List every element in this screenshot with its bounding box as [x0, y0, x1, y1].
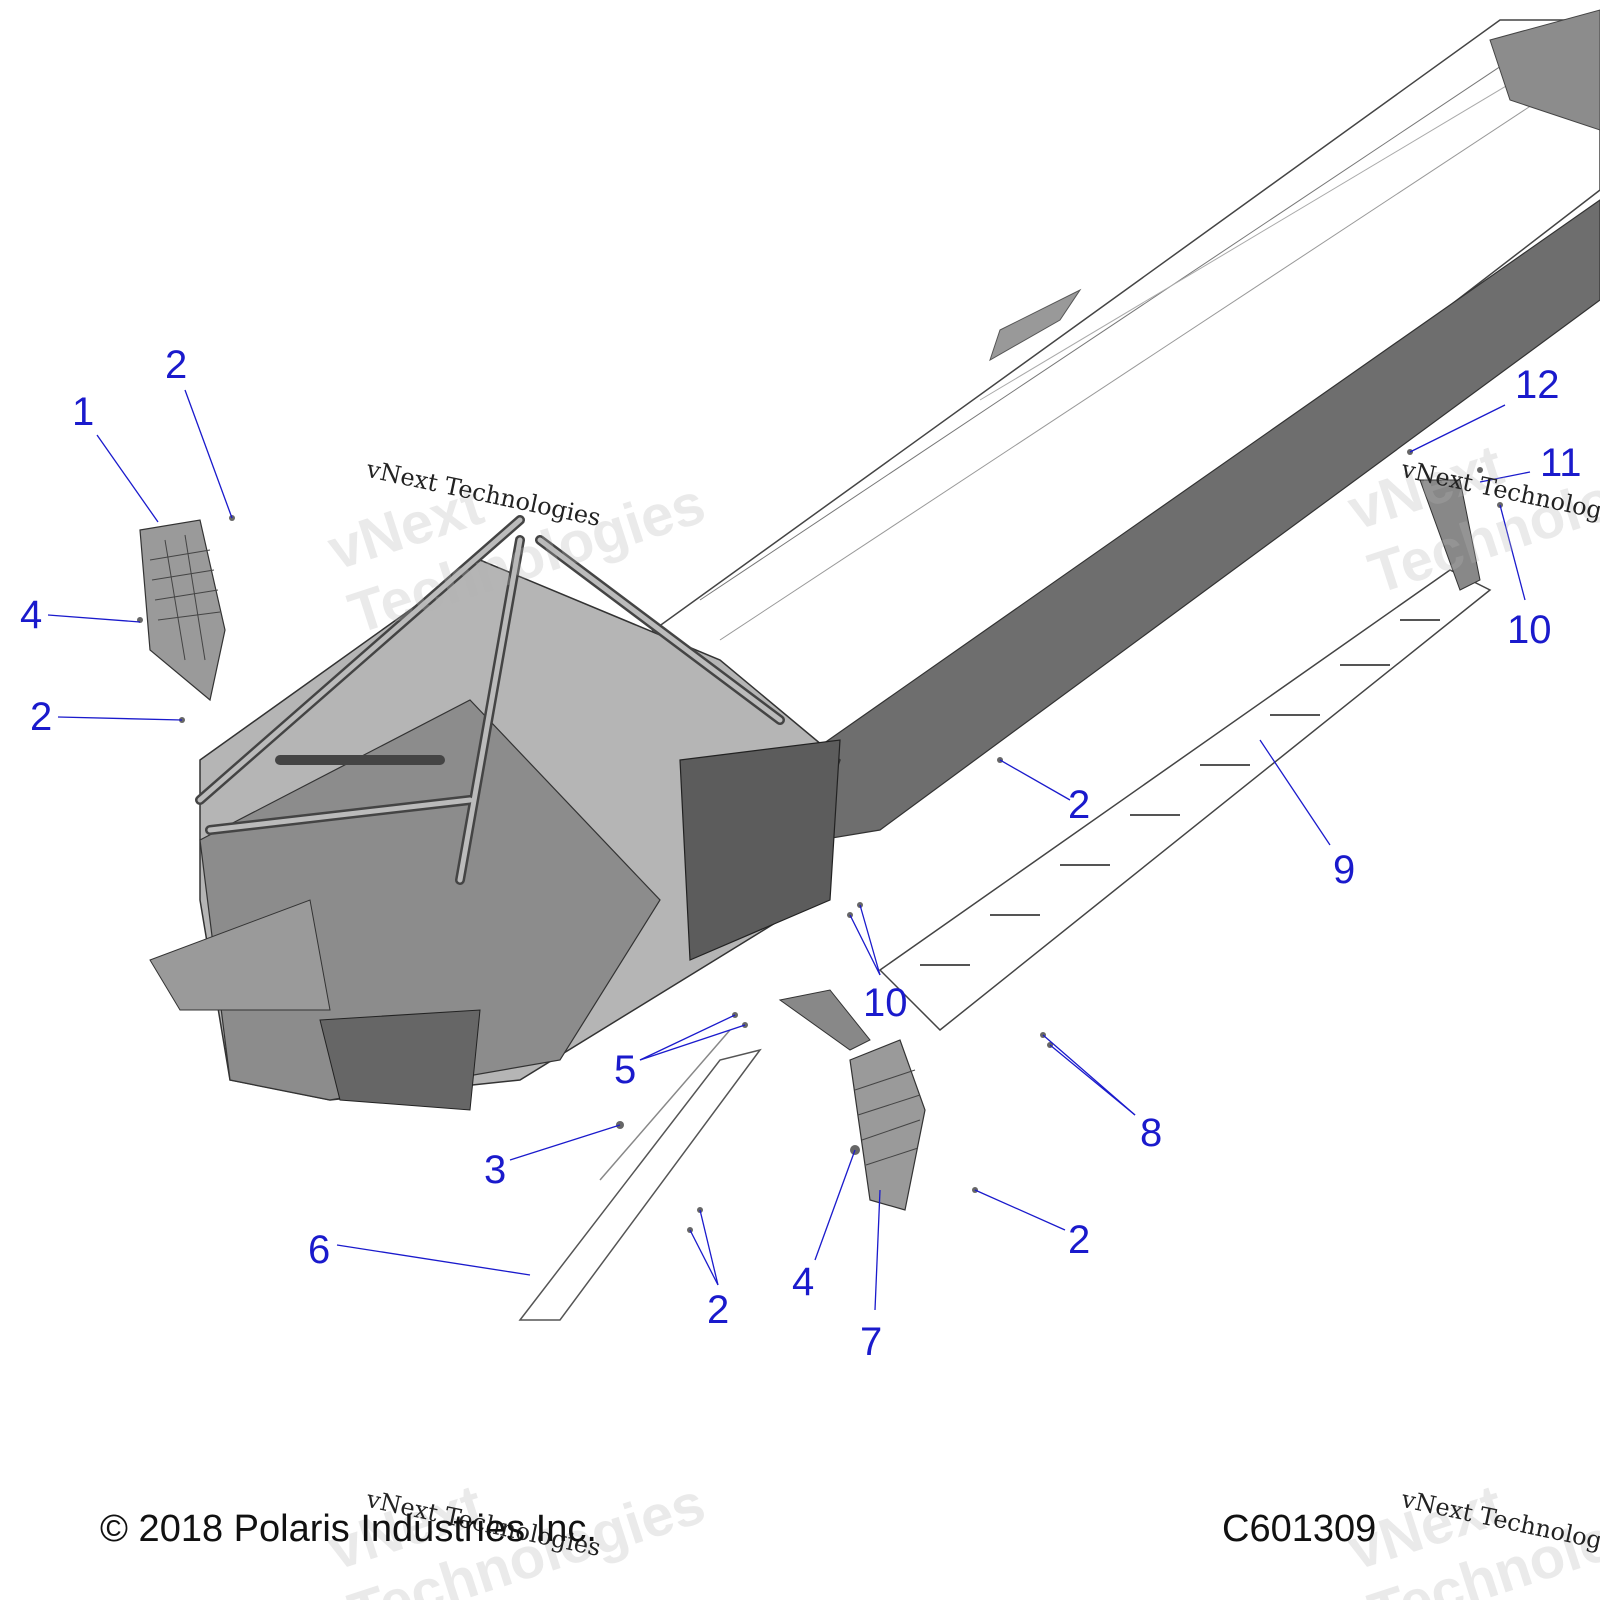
- callout-1: 1: [72, 390, 95, 434]
- callout-4: 4: [20, 593, 43, 637]
- copyright-text: © 2018 Polaris Industries Inc.: [100, 1508, 597, 1550]
- callout-6: 6: [308, 1228, 331, 1272]
- callout-2: 2: [1068, 1218, 1091, 1262]
- callout-10: 10: [1507, 608, 1552, 652]
- callout-8: 8: [1140, 1111, 1163, 1155]
- right-vent-panel: [778, 989, 926, 1211]
- callout-2: 2: [30, 695, 53, 739]
- callout-5: 5: [614, 1048, 637, 1092]
- frame-tubes-inner: [197, 517, 783, 883]
- leader-lines: [47, 389, 1531, 1311]
- callout-2: 2: [1068, 783, 1091, 827]
- callout-10: 10: [863, 981, 908, 1025]
- left-vent-panel: [139, 519, 226, 702]
- callout-2: 2: [165, 343, 188, 387]
- callout-7: 7: [860, 1320, 883, 1364]
- callout-11: 11: [1540, 441, 1582, 485]
- callout-3: 3: [484, 1148, 507, 1192]
- front-chassis: [149, 559, 841, 1111]
- callout-2: 2: [707, 1288, 730, 1332]
- callout-4: 4: [792, 1260, 815, 1304]
- tunnel: [639, 9, 1600, 841]
- lower-brace: [518, 1029, 762, 1321]
- running-board: [878, 479, 1492, 1032]
- callout-12: 12: [1515, 363, 1560, 407]
- callout-9: 9: [1333, 848, 1356, 892]
- drawing-code: C601309: [1222, 1508, 1377, 1550]
